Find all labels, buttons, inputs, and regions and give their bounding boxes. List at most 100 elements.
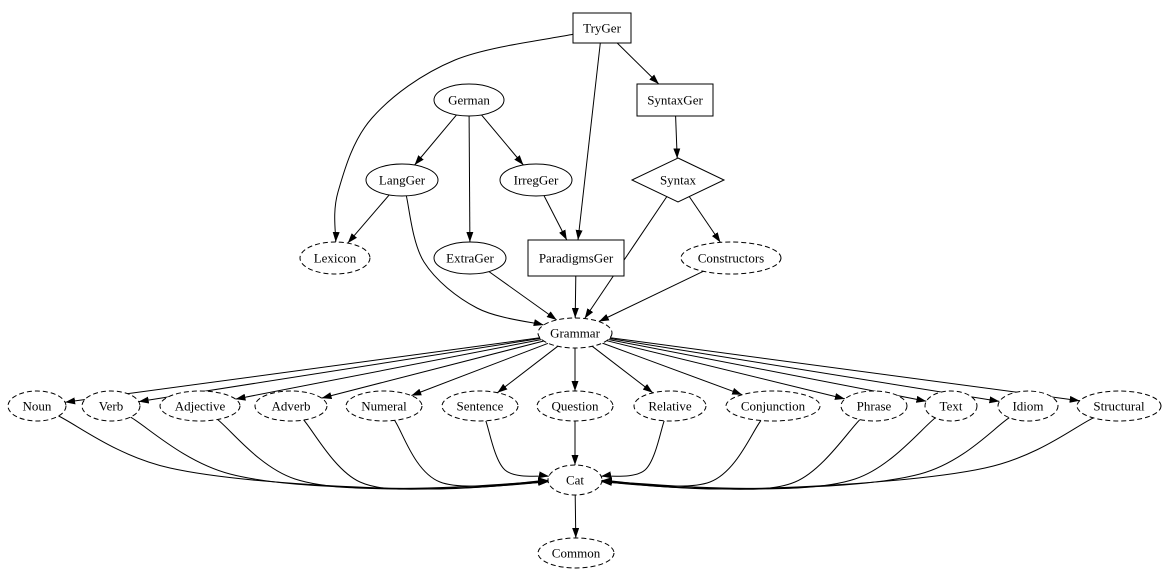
node-Text: Text <box>924 390 978 422</box>
ellipse-shape <box>7 390 67 422</box>
edge-German-LangGer <box>414 114 457 166</box>
ellipse-shape <box>840 390 908 422</box>
node-Common: Common <box>537 537 615 569</box>
node-label: Grammar <box>550 326 600 341</box>
rect-shape <box>636 83 714 117</box>
node-label: TryGer <box>583 21 621 36</box>
edge-TryGer-ParadigmsGer <box>575 42 601 241</box>
edge-Syntax-Grammar <box>584 196 668 319</box>
ellipse-shape <box>365 163 439 197</box>
edge-LangGer-Grammar <box>405 195 544 326</box>
edge-TryGer-SyntaxGer <box>616 42 660 85</box>
node-Lexicon: Lexicon <box>299 241 371 275</box>
node-Noun: Noun <box>7 390 67 422</box>
edge-Grammar-Sentence <box>497 345 559 394</box>
node-Phrase: Phrase <box>840 390 908 422</box>
ellipse-shape <box>441 390 519 422</box>
edge-Constructors-Grammar <box>598 270 704 322</box>
node-label: ExtraGer <box>446 251 494 266</box>
edge-Grammar-Phrase <box>606 340 846 400</box>
ellipse-shape <box>725 390 821 422</box>
ellipse-shape <box>499 163 573 197</box>
edge-Grammar-Adverb <box>321 340 544 400</box>
node-label: Conjunction <box>741 399 806 414</box>
node-label: Lexicon <box>314 251 357 266</box>
edge-SyntaxGer-Syntax <box>673 115 681 159</box>
edge-Structural-Cat <box>601 417 1094 489</box>
node-label: ParadigmsGer <box>539 251 614 266</box>
node-Numeral: Numeral <box>345 390 423 422</box>
node-IrregGer: IrregGer <box>499 163 573 197</box>
ellipse-shape <box>299 241 371 275</box>
edge-German-IrregGer <box>481 114 524 166</box>
edge-Adverb-Cat <box>303 419 549 490</box>
edge-ParadigmsGer-Grammar <box>571 275 579 319</box>
diamond-shape <box>630 157 726 203</box>
edge-Grammar-Structural <box>610 337 1080 403</box>
ellipse-shape <box>924 390 978 422</box>
rect-shape <box>527 239 625 277</box>
edge-Grammar-Conjunction <box>602 342 743 396</box>
ellipse-shape <box>536 390 614 422</box>
node-label: Noun <box>23 399 52 414</box>
node-label: SyntaxGer <box>647 93 703 108</box>
ellipse-shape <box>997 390 1059 422</box>
node-label: IrregGer <box>514 173 559 188</box>
node-label: German <box>448 93 490 108</box>
ellipse-shape <box>537 317 613 349</box>
node-label: Text <box>940 399 963 414</box>
edge-Grammar-Idiom <box>609 338 1000 404</box>
edge-Cat-Common <box>572 494 580 539</box>
node-Adjective: Adjective <box>159 390 241 422</box>
node-LangGer: LangGer <box>365 163 439 197</box>
node-Question: Question <box>536 390 614 422</box>
node-label: Relative <box>648 399 692 414</box>
node-label: Verb <box>99 399 124 414</box>
node-TryGer: TryGer <box>572 12 632 44</box>
ellipse-shape <box>537 537 615 569</box>
node-label: Question <box>552 399 599 414</box>
edge-IrregGer-ParadigmsGer <box>543 195 568 241</box>
edge-Adjective-Cat <box>217 419 549 490</box>
edge-Noun-Cat <box>58 415 549 489</box>
ellipse-shape <box>547 464 603 496</box>
ellipse-shape <box>1076 390 1162 422</box>
node-Grammar: Grammar <box>537 317 613 349</box>
node-Idiom: Idiom <box>997 390 1059 422</box>
node-Constructors: Constructors <box>680 241 782 275</box>
node-label: Phrase <box>857 399 892 414</box>
ellipse-shape <box>433 83 505 117</box>
node-label: Sentence <box>457 399 504 414</box>
node-SyntaxGer: SyntaxGer <box>636 83 714 117</box>
edge-Sentence-Cat <box>485 420 549 479</box>
node-ParadigmsGer: ParadigmsGer <box>527 239 625 277</box>
node-label: Adjective <box>175 399 226 414</box>
edge-Grammar-Verb <box>138 337 541 404</box>
edge-Relative-Cat <box>601 420 665 479</box>
edge-LangGer-Lexicon <box>347 194 390 244</box>
node-label: Common <box>552 546 601 561</box>
node-Conjunction: Conjunction <box>725 390 821 422</box>
node-label: Numeral <box>361 399 407 414</box>
ellipse-shape <box>633 390 707 422</box>
edge-ExtraGer-Grammar <box>488 271 557 321</box>
edge-German-ExtraGer <box>466 115 474 243</box>
node-German: German <box>433 83 505 117</box>
node-label: Constructors <box>698 251 764 266</box>
ellipse-shape <box>345 390 423 422</box>
node-label: Structural <box>1093 399 1145 414</box>
node-Sentence: Sentence <box>441 390 519 422</box>
edge-Idiom-Cat <box>601 417 1010 490</box>
edge-Text-Cat <box>601 417 936 490</box>
ellipse-shape <box>433 241 507 275</box>
ellipse-shape <box>254 390 328 422</box>
edge-Grammar-Numeral <box>411 342 549 397</box>
edge-TryGer-Lexicon <box>332 33 574 243</box>
node-label: Idiom <box>1012 399 1043 414</box>
node-Cat: Cat <box>547 464 603 496</box>
node-Verb: Verb <box>81 390 141 422</box>
node-Structural: Structural <box>1076 390 1162 422</box>
node-label: Cat <box>566 473 584 488</box>
